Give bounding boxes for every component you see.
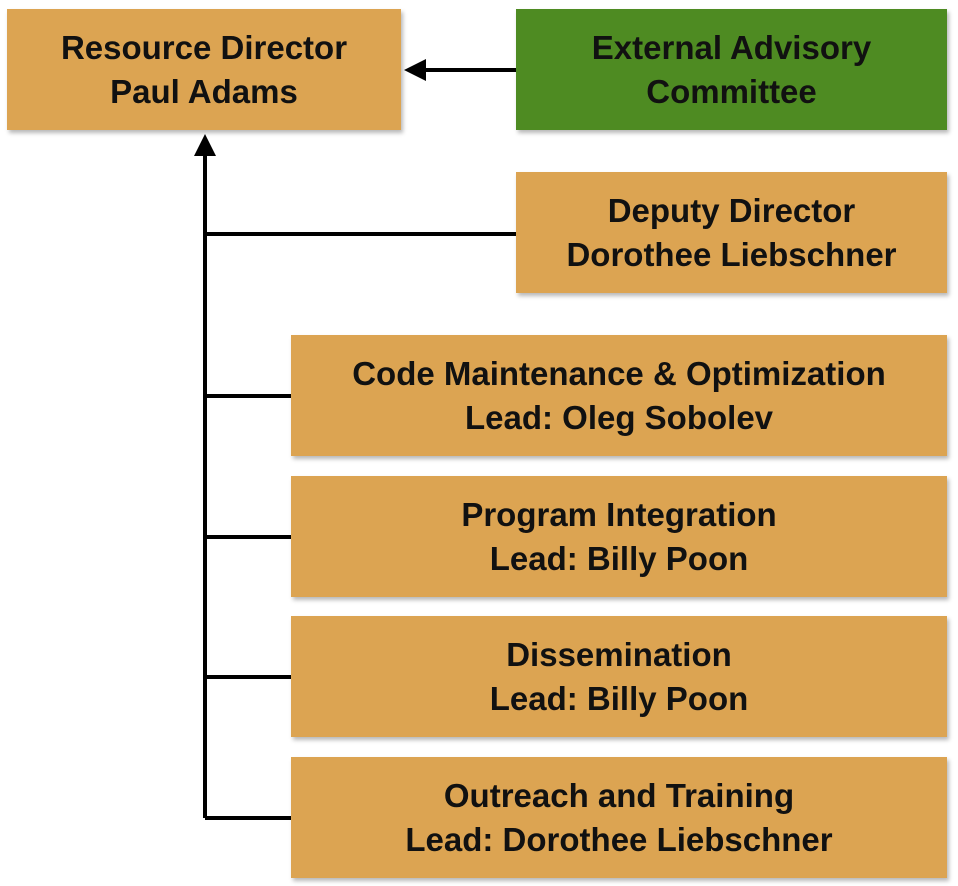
- team-box-outreach-training: Outreach and Training Lead: Dorothee Lie…: [291, 757, 947, 878]
- deputy-box: Deputy Director Dorothee Liebschner: [516, 172, 947, 293]
- deputy-title: Deputy Director: [607, 191, 856, 229]
- team-title: Code Maintenance & Optimization: [352, 354, 886, 392]
- team-box-code-maintenance: Code Maintenance & Optimization Lead: Ol…: [291, 335, 947, 456]
- advisory-line2: Committee: [646, 72, 817, 110]
- director-box: Resource Director Paul Adams: [7, 9, 401, 130]
- team-lead: Lead: Billy Poon: [489, 539, 749, 577]
- team-title: Dissemination: [506, 635, 732, 673]
- team-title: Program Integration: [461, 495, 777, 533]
- deputy-name: Dorothee Liebschner: [566, 235, 897, 273]
- team-box-program-integration: Program Integration Lead: Billy Poon: [291, 476, 947, 597]
- director-name: Paul Adams: [110, 72, 298, 110]
- team-lead: Lead: Billy Poon: [489, 679, 749, 717]
- team-box-dissemination: Dissemination Lead: Billy Poon: [291, 616, 947, 737]
- trunk-arrowhead: [194, 134, 216, 156]
- director-title: Resource Director: [60, 28, 348, 66]
- team-lead: Lead: Oleg Sobolev: [464, 398, 774, 436]
- team-lead: Lead: Dorothee Liebschner: [405, 820, 833, 858]
- advisory-line1: External Advisory: [591, 28, 872, 66]
- team-title: Outreach and Training: [443, 776, 795, 814]
- advisory-box: External Advisory Committee: [516, 9, 947, 130]
- advisory-arrowhead: [404, 59, 426, 81]
